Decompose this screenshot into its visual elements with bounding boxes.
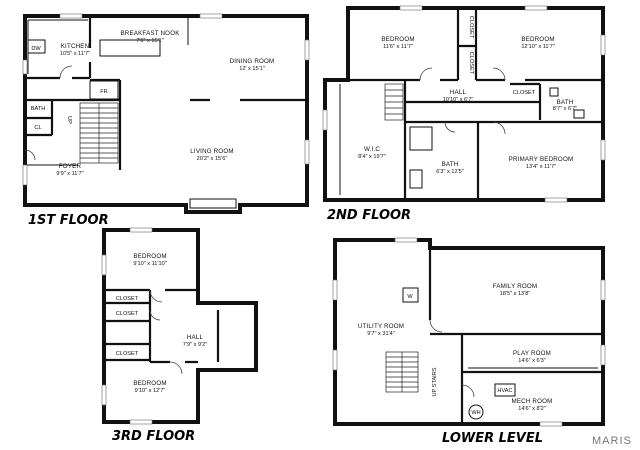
third-bedroom-b-name: BEDROOM [133,380,166,387]
second-floor-stairs [384,83,404,121]
second-floor-label: 2ND FLOOR [327,208,411,223]
third-floor-label: 3RD FLOOR [112,429,195,444]
kitchen-name: KITCHEN [61,43,90,50]
dishwasher [27,39,46,54]
family-room-name: FAMILY ROOM [493,283,538,290]
mech-room-name: MECH ROOM [512,398,553,405]
first-bath-tag: BATH [31,106,46,112]
breakfast-nook-dim: 7'6" x 15'1" [136,38,164,44]
third-floor: BEDROOM 9'10" x 11'10" HALL 7'9" x 9'2" … [101,227,258,444]
first-floor-label: 1ST FLOOR [28,213,109,228]
lower-level-outline [333,238,605,426]
first-stairs-tag: UP [66,116,72,124]
fireplace [189,198,237,209]
second-hall-dim: 10'10" x 6'7" [443,97,474,103]
third-closet-a-tag: CLOSET [116,296,139,302]
lower-level: UTILITY ROOM 9'7" x 31'4" FAMILY ROOM 18… [332,237,606,446]
family-room-dim: 18'5" x 13'8" [500,291,531,297]
second-bath-a-dim: 8'7" x 6'7" [553,106,577,112]
kitchen-island [99,39,161,57]
living-room-name: LIVING ROOM [190,148,233,155]
third-bedroom-a-name: BEDROOM [133,253,166,260]
utility-room-name: UTILITY ROOM [358,323,404,330]
water-heater [468,404,484,420]
mech-room-dim: 14'6" x 8'2" [518,406,546,412]
dw-tag: DW [31,46,41,52]
first-floor-stairs [79,102,119,164]
third-hall-name: HALL [187,334,204,341]
third-hall-dim: 7'9" x 9'2" [183,342,207,348]
foyer-dim: 9'9" x 11'7" [56,171,83,177]
foyer-name: FOYER [59,163,82,170]
second-closet-c-tag: CLOSET [513,90,536,96]
second-bedroom-a-name: BEDROOM [381,36,414,43]
washer-tag: W [407,294,413,300]
water-heater-tag: WH [471,410,480,416]
third-bedroom-a-dim: 9'10" x 11'10" [133,261,166,267]
third-bedroom-b-dim: 9'10" x 12'7" [135,388,166,394]
second-bedroom-a-dim: 11'6" x 11'7" [383,44,413,50]
hvac-tag: HVAC [497,388,512,394]
second-closet-b-tag: CLOSET [468,52,474,75]
third-closet-c-tag: CLOSET [116,351,139,357]
third-closet-b-tag: CLOSET [116,311,139,317]
second-bath-b-name: BATH [442,161,459,168]
powder-room-fr [89,80,119,100]
dining-room-name: DINING ROOM [230,58,275,65]
lower-stairs-tag: UP STAIRS [432,367,438,396]
second-hall-name: HALL [450,89,467,96]
hvac-box [494,383,516,397]
kitchen-dim: 10'5" x 11'7" [60,51,90,57]
lower-level-label: LOWER LEVEL [442,431,543,446]
play-room-dim: 14'6" x 6'3" [518,358,546,364]
living-room-dim: 20'2" x 15'6" [197,156,228,162]
second-bath-a-name: BATH [557,99,574,106]
dining-room-dim: 12' x 15'1" [239,66,265,72]
second-bedroom-b-dim: 12'10" x 11'7" [521,44,554,50]
primary-bedroom-name: PRIMARY BEDROOM [509,156,574,163]
second-floor: BEDROOM 11'6" x 11'7" BEDROOM 12'10" x 1… [322,5,606,223]
primary-bedroom-dim: 13'4" x 11'7" [526,164,556,170]
first-floor: BREAKFAST NOOK 7'6" x 15'1" KITCHEN 10'5… [22,13,310,228]
lower-stairs [385,351,419,393]
wic-name: W.I.C [364,146,380,153]
closet-tag: CL [34,125,41,131]
utility-room-dim: 9'7" x 31'4" [367,331,395,337]
first-floor-outline [23,14,309,214]
washer-box [402,287,419,303]
third-floor-outline [102,228,258,424]
second-closet-a-tag: CLOSET [468,16,474,39]
fr-tag: FR [100,89,107,95]
wic-dim: 8'4" x 19'7" [358,154,386,160]
play-room-name: PLAY ROOM [513,350,551,357]
breakfast-nook-name: BREAKFAST NOOK [120,30,180,37]
brand-watermark: MARIS [592,435,632,447]
second-bedroom-b-name: BEDROOM [521,36,554,43]
second-bath-b-dim: 6'3" x 12'5" [436,169,464,175]
